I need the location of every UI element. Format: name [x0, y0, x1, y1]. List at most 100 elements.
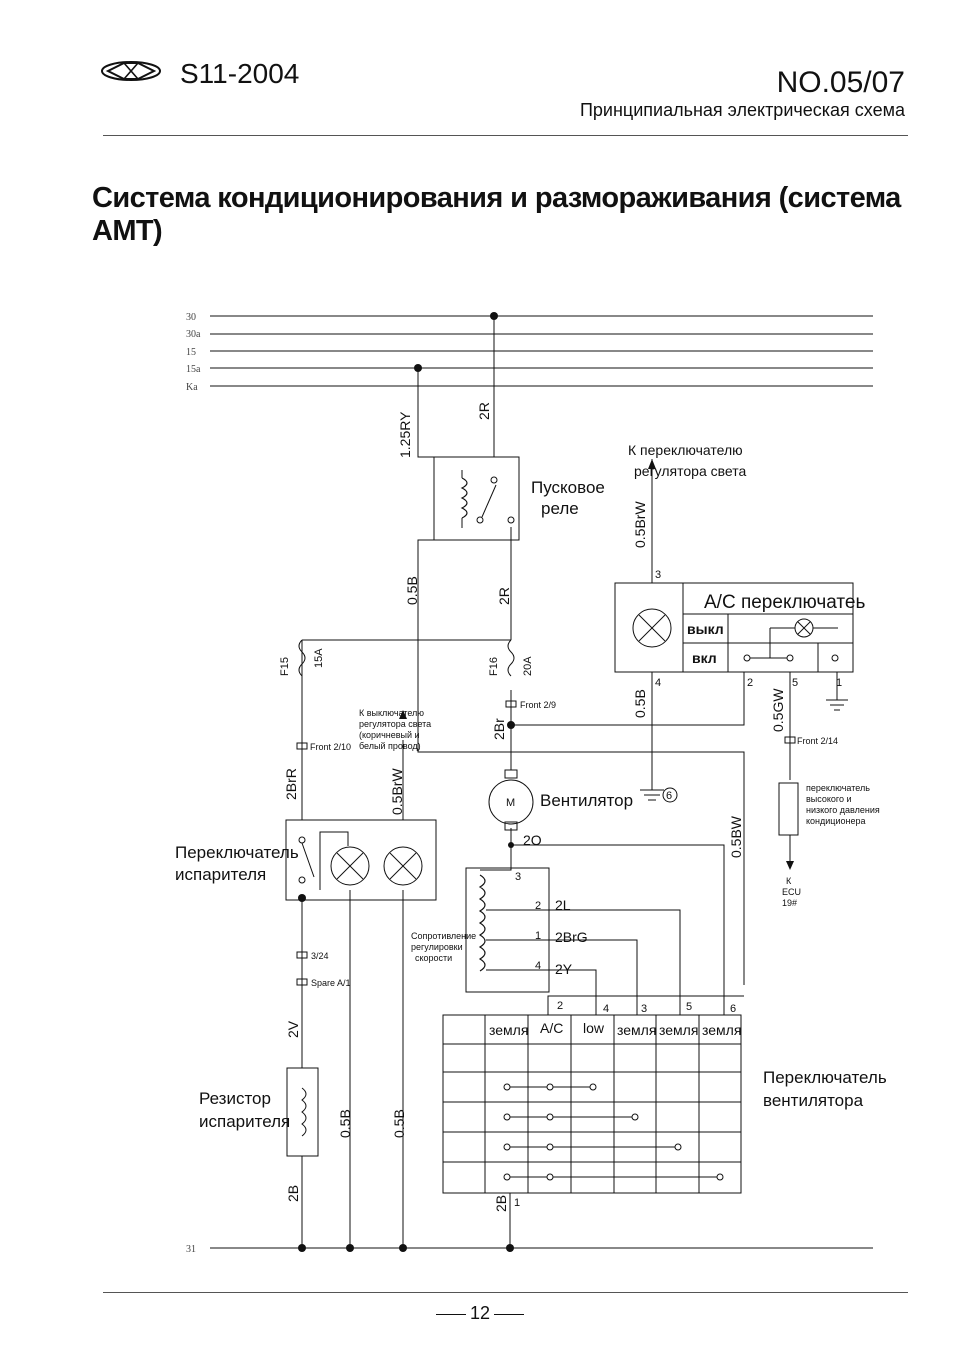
page-number: 12 [469, 1303, 491, 1323]
rail-label-30: 30 [186, 312, 196, 323]
document-subtitle: Принципиальная электрическая схема [579, 100, 905, 120]
fs-pin-1: 1 [514, 1197, 520, 1209]
footer-divider [103, 1292, 908, 1293]
page-title: Система кондиционирования и размораживан… [92, 182, 901, 247]
wire-label-2b-switch: 2B [493, 1195, 509, 1212]
light-switch-note-4: белый провод) [359, 741, 421, 751]
wire-label-2b-resistor: 2B [285, 1185, 301, 1202]
wire-label-05b-relay: 0.5B [404, 576, 420, 605]
ac-pin-1: 1 [836, 677, 842, 689]
light-switch-note-1: К выключателю [359, 708, 424, 718]
wire-label-05b-lamp1: 0.5B [337, 1109, 353, 1138]
speed-resistor-label-2: регулировки [411, 942, 463, 952]
fs-pin-3: 3 [641, 1003, 647, 1015]
evap-resistor-label-1: Резистор [199, 1089, 271, 1108]
fuse-f15-rating: 15A [313, 648, 325, 668]
ac-pin-3: 3 [655, 569, 661, 581]
pressure-switch-label-2: высокого и [806, 794, 852, 804]
wire-label-05b-ac: 0.5B [632, 689, 648, 718]
fan-switch-col-6: земля [702, 1022, 741, 1038]
ground-icon [640, 699, 848, 803]
rail-label-15: 15 [186, 347, 196, 358]
wire-label-2v: 2V [285, 1020, 301, 1038]
res-pin-1: 1 [535, 930, 541, 942]
header-divider [103, 135, 908, 136]
to-ecu-label-2: ECU [782, 887, 801, 897]
wire-label-2brr: 2BrR [283, 768, 299, 800]
rail-label-30a: 30a [186, 329, 201, 340]
arrow-up-icon [648, 459, 656, 469]
to-light-switch-line1: К переключателю [628, 442, 743, 458]
wire-label-2br: 2Br [491, 718, 507, 740]
fan-switch-label-1: Переключатель [763, 1068, 887, 1087]
wire-label-05brw-top: 0.5BrW [632, 501, 648, 548]
ac-switch [614, 582, 854, 673]
brand-logo-icon [100, 60, 162, 87]
connector-front-2-10: Front 2/10 [310, 742, 351, 752]
pressure-switch-label-3: низкого давления [806, 805, 880, 815]
wire-label-2y: 2Y [555, 961, 573, 977]
wire-paths [301, 316, 838, 1248]
fan-switch-col-3: low [583, 1020, 605, 1036]
connector-3-24: 3/24 [311, 951, 329, 961]
evaporator-switch [285, 819, 437, 901]
wire-label-2r-top: 2R [476, 402, 492, 420]
rail-label-31: 31 [186, 1244, 196, 1255]
arrow-up-small-icon [399, 710, 407, 719]
pressure-switch-label-4: кондиционера [806, 816, 865, 826]
evap-switch-label-2: испарителя [175, 865, 266, 884]
fan-switch-col-4: земля [617, 1022, 656, 1038]
pressure-switch-label-1: переключатель [806, 783, 870, 793]
connector-icons [296, 700, 796, 986]
ac-pin-2: 2 [747, 677, 753, 689]
relay-label-line2: реле [541, 499, 579, 518]
page-number-block: 12 [0, 1303, 960, 1324]
ac-pin-4: 4 [655, 677, 661, 689]
pressure-switch [778, 782, 799, 836]
wire-label-1-25ry: 1.25RY [397, 411, 413, 458]
to-ecu-label-1: К [786, 876, 792, 886]
model-code: S11-2004 [180, 58, 300, 89]
connector-spare-a1: Spare A/1 [311, 978, 351, 988]
fan-switch-col-2: A/C [540, 1020, 563, 1036]
light-switch-note-2: регулятора света [359, 719, 431, 729]
wire-label-05gw: 0.5GW [770, 688, 786, 732]
speed-resistor-label-1: Сопротивление [411, 931, 476, 941]
fuse-f16-rating: 20A [522, 656, 534, 676]
fan-motor [488, 769, 534, 831]
fuse-f15: F15 [279, 657, 291, 676]
wire-label-05bw: 0.5BW [728, 815, 744, 858]
connector-front-2-9: Front 2/9 [520, 700, 556, 710]
ac-switch-title: A/C переключатеь [704, 592, 865, 613]
to-ecu-label-3: 19# [782, 898, 797, 908]
fuse-f16: F16 [488, 657, 500, 676]
ac-pin-5: 5 [792, 677, 798, 689]
fs-pin-5: 5 [686, 1001, 692, 1013]
evap-switch-label-1: Переключатель [175, 843, 299, 862]
fan-switch-col-1: земля [489, 1022, 528, 1038]
wire-label-2o: 2O [523, 832, 542, 848]
wire-label-2brg: 2BrG [555, 929, 588, 945]
fan-label: Вентилятор [540, 791, 633, 810]
speed-resistor [465, 867, 550, 993]
ac-off-label: выкл [687, 621, 724, 637]
fuse-icons [298, 639, 515, 677]
wire-label-2r-mid: 2R [496, 587, 512, 605]
wire-label-05b-lamp2: 0.5B [391, 1109, 407, 1138]
to-light-switch-line2: регулятора света [634, 463, 746, 479]
ground-number: 6 [666, 790, 672, 802]
ac-on-label: вкл [692, 650, 717, 666]
speed-resistor-label-3: скорости [415, 953, 452, 963]
starter-relay [433, 456, 520, 541]
motor-letter: M [506, 797, 515, 809]
fan-switch-table [442, 1014, 742, 1194]
fan-switch-col-5: земля [659, 1022, 698, 1038]
fan-switch-label-2: вентилятора [763, 1091, 864, 1110]
light-switch-note-3: (коричневый и [359, 730, 420, 740]
evaporator-resistor [286, 1067, 319, 1157]
relay-label-line1: Пусковое [531, 478, 605, 497]
wire-label-2l: 2L [555, 897, 571, 913]
arrow-down-icon [786, 861, 794, 870]
rail-label-15a: 15a [186, 364, 201, 375]
